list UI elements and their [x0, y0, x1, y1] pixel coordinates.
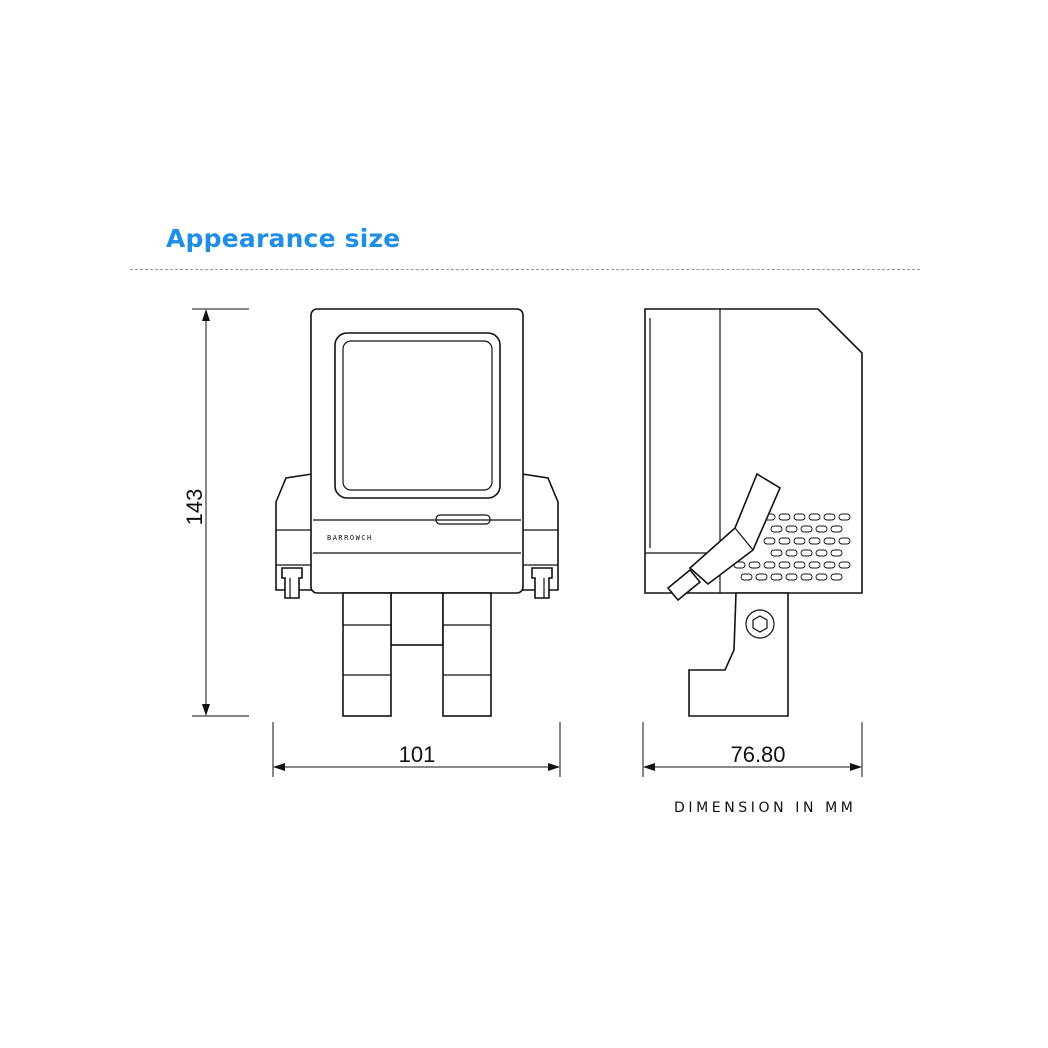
vent-slot: [800, 573, 813, 581]
vent-slot: [785, 525, 798, 533]
vent-slot: [793, 537, 806, 545]
pivot-screw: [745, 609, 775, 639]
vent-slot: [823, 561, 836, 569]
vent-slot: [815, 525, 828, 533]
height-dimension: 143: [182, 308, 249, 717]
vent-slot: [808, 513, 821, 521]
screen: [342, 340, 493, 491]
side-hand: [666, 568, 702, 602]
height-value: 143: [182, 489, 207, 526]
width-value: 101: [399, 742, 436, 767]
vent-slot: [763, 537, 776, 545]
vent-slot: [800, 549, 813, 557]
vent-slot: [838, 513, 851, 521]
vent-slot: [823, 537, 836, 545]
indicator-light: [435, 514, 491, 525]
page-title: Appearance size: [166, 224, 401, 253]
vent-slot: [770, 549, 783, 557]
vent-slot: [808, 561, 821, 569]
vent-slot: [763, 561, 776, 569]
vent-slot: [830, 549, 843, 557]
vent-slot: [808, 537, 821, 545]
vent-slot: [815, 549, 828, 557]
front-view: BARROWCH: [275, 308, 559, 717]
right-leg: [442, 592, 492, 717]
vent-slot: [838, 561, 851, 569]
depth-value: 76.80: [730, 742, 785, 767]
vent-slot: [778, 561, 791, 569]
depth-dimension: 76.80: [642, 722, 863, 777]
brand-logo: BARROWCH: [327, 534, 373, 542]
side-stand: [688, 592, 789, 717]
dashed-divider: [130, 269, 920, 270]
vent-slot: [830, 573, 843, 581]
vent-slot: [785, 549, 798, 557]
vent-slot: [830, 525, 843, 533]
side-view: [644, 308, 863, 717]
left-hand: [281, 567, 303, 599]
vent-slot: [800, 525, 813, 533]
vent-slot: [740, 573, 753, 581]
right-hand: [531, 567, 553, 599]
vent-slot: [793, 513, 806, 521]
width-dimension: 101: [272, 722, 561, 777]
waist: [390, 592, 444, 646]
screen-bezel: [334, 332, 501, 499]
left-leg: [342, 592, 392, 717]
vent-slot: [770, 573, 783, 581]
vent-slot: [770, 525, 783, 533]
side-vents: [733, 513, 851, 581]
vent-slot: [838, 537, 851, 545]
side-body: [644, 308, 863, 594]
hex-socket: [752, 615, 768, 633]
vent-slot: [815, 573, 828, 581]
vent-slot: [755, 573, 768, 581]
vent-slot: [793, 561, 806, 569]
vent-slot: [778, 537, 791, 545]
vent-slot: [823, 513, 836, 521]
vent-slot: [785, 573, 798, 581]
vent-slot: [748, 561, 761, 569]
vent-slot: [778, 513, 791, 521]
units-caption: DIMENSION IN MM: [674, 800, 857, 816]
